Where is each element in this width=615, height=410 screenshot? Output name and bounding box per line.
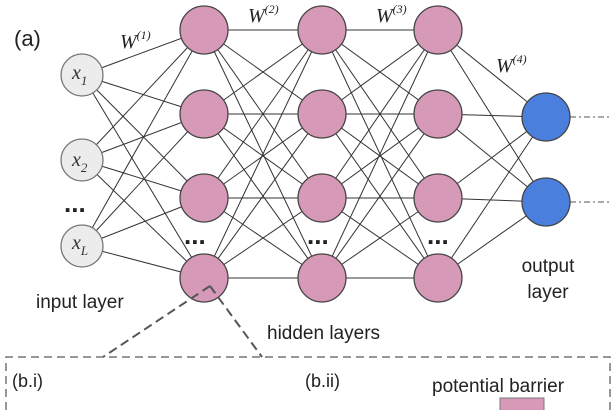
potential-barrier-label: potential barrier bbox=[432, 376, 565, 397]
input-node-label-L: xL bbox=[71, 232, 88, 258]
network-nodes bbox=[60, 5, 571, 303]
weight-label-1: W(1) bbox=[120, 28, 151, 53]
input-ellipsis: ... bbox=[64, 188, 86, 218]
hidden-ellipsis-1: ... bbox=[184, 220, 206, 250]
input-node-3 bbox=[60, 224, 104, 268]
sub-panel-right-label: (b.ii) bbox=[305, 371, 340, 391]
edge-hidden2-3-hidden3-1 bbox=[321, 29, 439, 199]
output-node-1 bbox=[521, 92, 571, 142]
edge-hidden2-4-hidden3-2 bbox=[321, 113, 439, 279]
edge-input-2-hidden1-1 bbox=[81, 29, 205, 161]
hidden-layers-label: hidden layers bbox=[267, 323, 380, 344]
weight-label-4: W(4) bbox=[496, 52, 527, 77]
output-node-2 bbox=[521, 177, 571, 227]
connection-edges bbox=[81, 29, 612, 279]
hidden3-node-3 bbox=[413, 173, 463, 223]
hidden2-node-1 bbox=[297, 5, 347, 55]
input-node-2 bbox=[60, 138, 104, 182]
hidden1-node-4 bbox=[179, 253, 229, 303]
edge-hidden1-4-hidden2-2 bbox=[203, 113, 323, 279]
hidden1-node-2 bbox=[179, 89, 229, 139]
input-layer-label: input layer bbox=[36, 292, 124, 313]
hidden2-node-4 bbox=[297, 253, 347, 303]
zoom-line-left bbox=[102, 285, 211, 358]
input-node-label-1: x1 bbox=[71, 62, 87, 88]
edge-hidden2-4-hidden3-1 bbox=[321, 29, 439, 279]
output-layer-label-line2: layer bbox=[527, 282, 569, 303]
hidden3-node-2 bbox=[413, 89, 463, 139]
edge-input-2-hidden1-4 bbox=[81, 159, 205, 279]
edge-hidden3-4-output-1 bbox=[437, 116, 547, 279]
weight-label-2: W(2) bbox=[248, 2, 279, 27]
edge-input-1-hidden1-4 bbox=[81, 74, 205, 279]
input-node-1 bbox=[60, 53, 104, 97]
hidden-ellipsis-3: ... bbox=[427, 220, 449, 250]
hidden3-node-4 bbox=[413, 253, 463, 303]
hidden2-node-2 bbox=[297, 89, 347, 139]
hidden1-node-3 bbox=[179, 173, 229, 223]
edge-hidden1-3-hidden2-1 bbox=[203, 29, 323, 199]
input-node-label-2: x2 bbox=[71, 149, 88, 175]
zoom-line-right bbox=[209, 285, 263, 358]
hidden2-node-3 bbox=[297, 173, 347, 223]
weight-label-3: W(3) bbox=[376, 2, 407, 27]
hidden1-node-1 bbox=[179, 5, 229, 55]
sub-panel-frame bbox=[5, 356, 611, 410]
panel-label: (a) bbox=[14, 26, 41, 51]
potential-barrier-swatch bbox=[499, 397, 545, 410]
edge-input-3-hidden1-1 bbox=[81, 29, 205, 247]
edge-hidden1-4-hidden2-1 bbox=[203, 29, 323, 279]
output-layer-label-line1: output bbox=[522, 256, 576, 277]
edge-input-3-hidden1-2 bbox=[81, 113, 205, 247]
hidden3-node-1 bbox=[413, 5, 463, 55]
sub-panel-left-label: (b.i) bbox=[12, 371, 43, 391]
hidden-ellipsis-2: ... bbox=[307, 220, 329, 250]
